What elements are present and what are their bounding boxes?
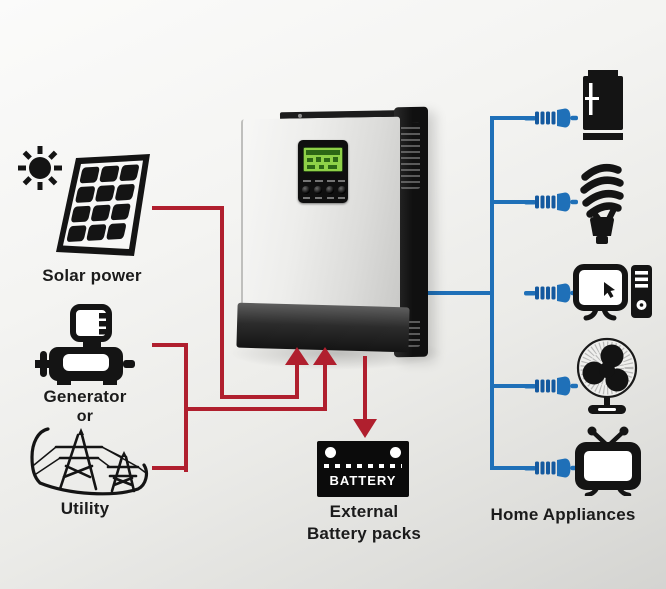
- button-label-marks: [315, 180, 323, 182]
- arrow-up-icon: [285, 347, 309, 365]
- panel-button[interactable]: [338, 186, 346, 194]
- solar-inverter: [236, 102, 432, 360]
- sun-icon: [18, 146, 62, 190]
- button-label-marks: [315, 197, 322, 199]
- power-towers-icon: [30, 427, 149, 496]
- solar-power-label: Solar power: [42, 266, 142, 285]
- inverter-control-panel: [298, 140, 348, 203]
- button-label-marks: [327, 197, 334, 199]
- screw-icon: [297, 113, 303, 118]
- or-label: or: [76, 408, 94, 425]
- arrow-down-icon: [353, 419, 377, 438]
- vent-slots: [401, 122, 420, 190]
- refrigerator-icon: [583, 70, 623, 140]
- power-plug-icon: [524, 376, 578, 396]
- battery-badge: BATTERY: [329, 473, 397, 488]
- battery-dashed-line: [324, 464, 402, 468]
- battery-terminal: [325, 447, 336, 458]
- battery-label-line2: Battery packs: [306, 524, 422, 543]
- generator-icon: [35, 304, 135, 385]
- cfl-bulb-icon: [580, 163, 624, 244]
- power-plug-icon: [524, 192, 578, 212]
- solar-panel-icon: [56, 154, 150, 256]
- panel-button[interactable]: [314, 186, 322, 194]
- home-appliances-label: Home Appliances: [490, 505, 636, 524]
- lcd-display: [303, 147, 343, 172]
- button-label-marks: [303, 197, 310, 199]
- button-label-marks: [303, 180, 311, 182]
- battery-label-line1: External: [329, 502, 399, 521]
- battery-terminal: [390, 447, 401, 458]
- power-plug-icon: [524, 458, 578, 478]
- power-plug-icon: [524, 108, 578, 128]
- button-label-marks: [338, 180, 345, 182]
- panel-button[interactable]: [302, 186, 310, 194]
- battery-icon: BATTERY: [317, 441, 409, 497]
- power-plug-icon: [524, 283, 578, 303]
- button-label-marks: [327, 180, 335, 182]
- desktop-computer-icon: [573, 264, 652, 321]
- inverter-bottom-section: [236, 302, 410, 353]
- panel-button[interactable]: [326, 186, 334, 194]
- arrow-up-icon: [313, 347, 337, 365]
- utility-label: Utility: [60, 499, 110, 518]
- generator-label: Generator: [43, 387, 127, 406]
- television-icon: [575, 426, 641, 496]
- button-label-marks: [338, 197, 345, 199]
- table-fan-icon: [576, 337, 638, 414]
